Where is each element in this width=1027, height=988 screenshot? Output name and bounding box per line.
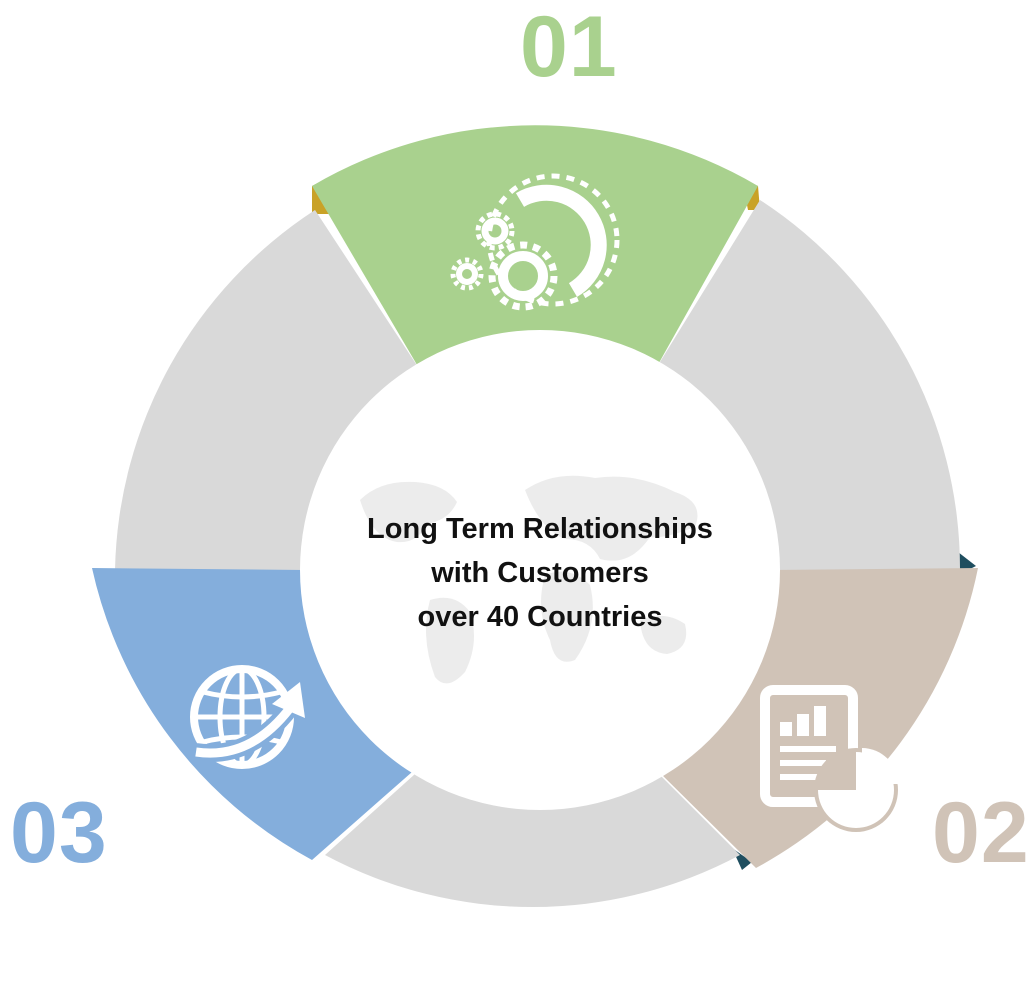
center-caption-line-1: Long Term Relationships [367, 513, 713, 545]
world-map-icon [360, 475, 698, 684]
segment-gray-upper-right [655, 200, 961, 570]
step-number-01: 01 [520, 0, 618, 95]
center-caption-line-2: with Customers [431, 557, 649, 589]
center-disc [300, 330, 780, 810]
center-caption-line-3: over 40 Countries [417, 601, 663, 633]
step-number-03: 03 [10, 785, 108, 881]
center-caption: Long Term Relationships with Customers o… [307, 507, 773, 639]
segment-gray-upper-left [115, 210, 420, 570]
step-number-02: 02 [932, 785, 1027, 881]
globe-arrow-icon [190, 665, 305, 769]
segment-gray-bottom [325, 765, 740, 908]
gears-icon [450, 173, 620, 311]
report-chart-icon [760, 685, 898, 832]
segment-step-03 [92, 568, 420, 860]
